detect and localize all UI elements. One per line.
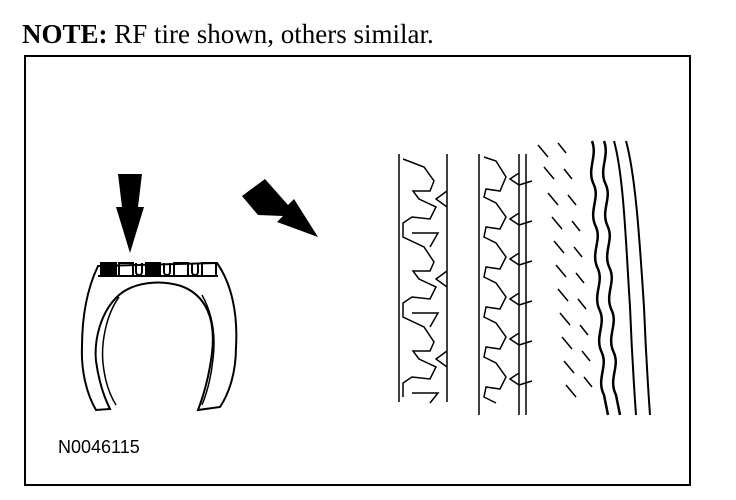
tread-detail-icon [478, 140, 651, 416]
arrow-diagonal-icon [242, 179, 318, 237]
note-line: NOTE: RF tire shown, others similar. [22, 16, 434, 52]
figure-id: N0046115 [58, 437, 140, 457]
illustration-frame: N0046115 [24, 55, 691, 486]
worn-tread-icon [398, 154, 448, 404]
note-label: NOTE: [22, 19, 108, 49]
arrow-down-icon [116, 174, 144, 253]
note-text: RF tire shown, others similar. [114, 19, 434, 49]
illustration [80, 140, 651, 416]
tire-cross-section-icon [80, 261, 238, 412]
